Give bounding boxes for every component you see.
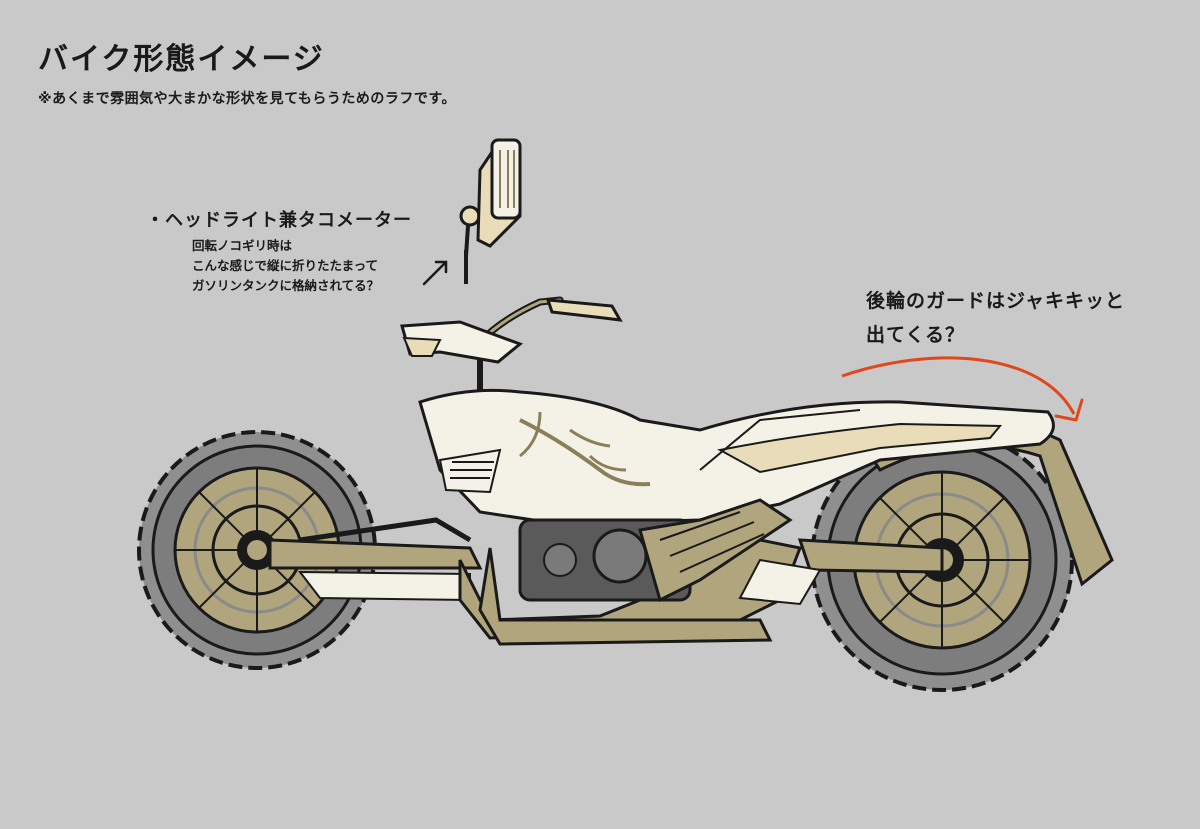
rear-guard-note-line: 出てくる？ — [866, 324, 966, 346]
headlight-note-line: 回転ノコギリ時は — [192, 238, 293, 253]
rear-guard-note: 後輪のガードはジャキキッと 出てくる？ — [866, 284, 1125, 352]
rear-guard-arrow — [841, 356, 1076, 415]
headlight-note-body: 回転ノコギリ時は こんな感じで縦に折りたたまって ガソリンタンクに格納されてる？ — [192, 236, 379, 296]
page-subtitle: ※あくまで雰囲気や大まかな形状を見てもらうためのラフです。 — [38, 91, 457, 107]
headlight-note-line: こんな感じで縦に折りたたまって — [192, 258, 379, 273]
headlight-note-heading: ・ヘッドライト兼タコメーター — [146, 210, 412, 231]
engine — [518, 498, 793, 603]
rear-wheel — [810, 428, 1074, 692]
front-fork — [299, 517, 472, 543]
headlight-note-line: ガソリンタンクに格納されてる？ — [192, 278, 380, 293]
page-title: バイク形態イメージ — [38, 42, 325, 77]
rear-guard-note-line: 後輪のガードはジャキキッと — [866, 290, 1126, 312]
fuel-tank-body — [418, 388, 1055, 526]
exhaust-pipe — [478, 547, 773, 646]
headlight-pointer-arrow — [422, 260, 448, 286]
headlight-cowl — [400, 320, 523, 364]
folded-headlight-icon — [459, 138, 522, 284]
